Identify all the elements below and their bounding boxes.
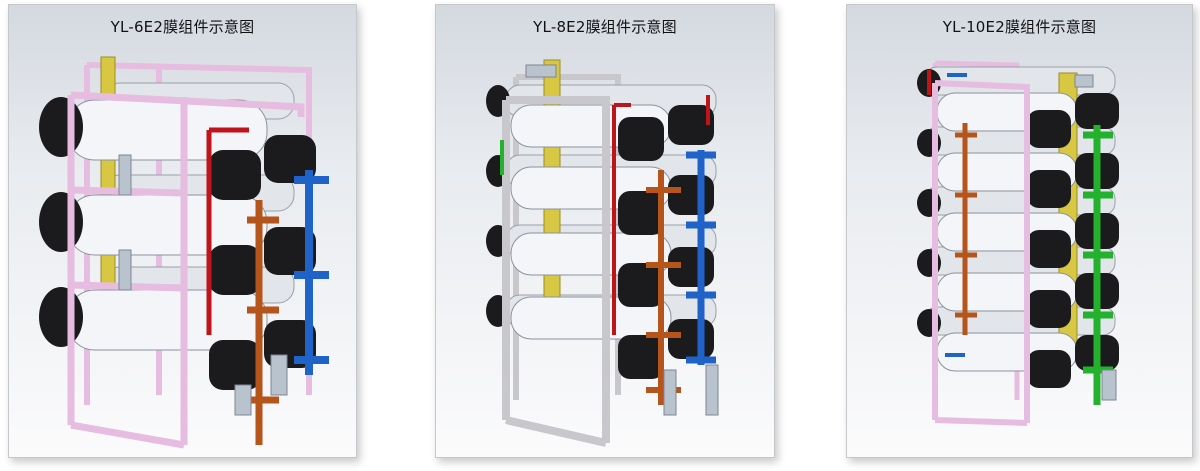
- panel-title: YL-8E2膜组件示意图: [533, 18, 677, 36]
- membrane-module-diagram: [917, 60, 1119, 426]
- panel-title: YL-10E2膜组件示意图: [942, 18, 1097, 36]
- membrane-panel-yl-6e2: YL-6E2膜组件示意图: [8, 4, 357, 458]
- membrane-module-diagram: [39, 56, 329, 449]
- membrane-panel-yl-8e2: YL-8E2膜组件示意图: [435, 4, 775, 458]
- panel-title: YL-6E2膜组件示意图: [110, 18, 255, 36]
- membrane-panel-yl-10e2: YL-10E2膜组件示意图: [846, 4, 1193, 458]
- membrane-module-diagram: [486, 59, 719, 447]
